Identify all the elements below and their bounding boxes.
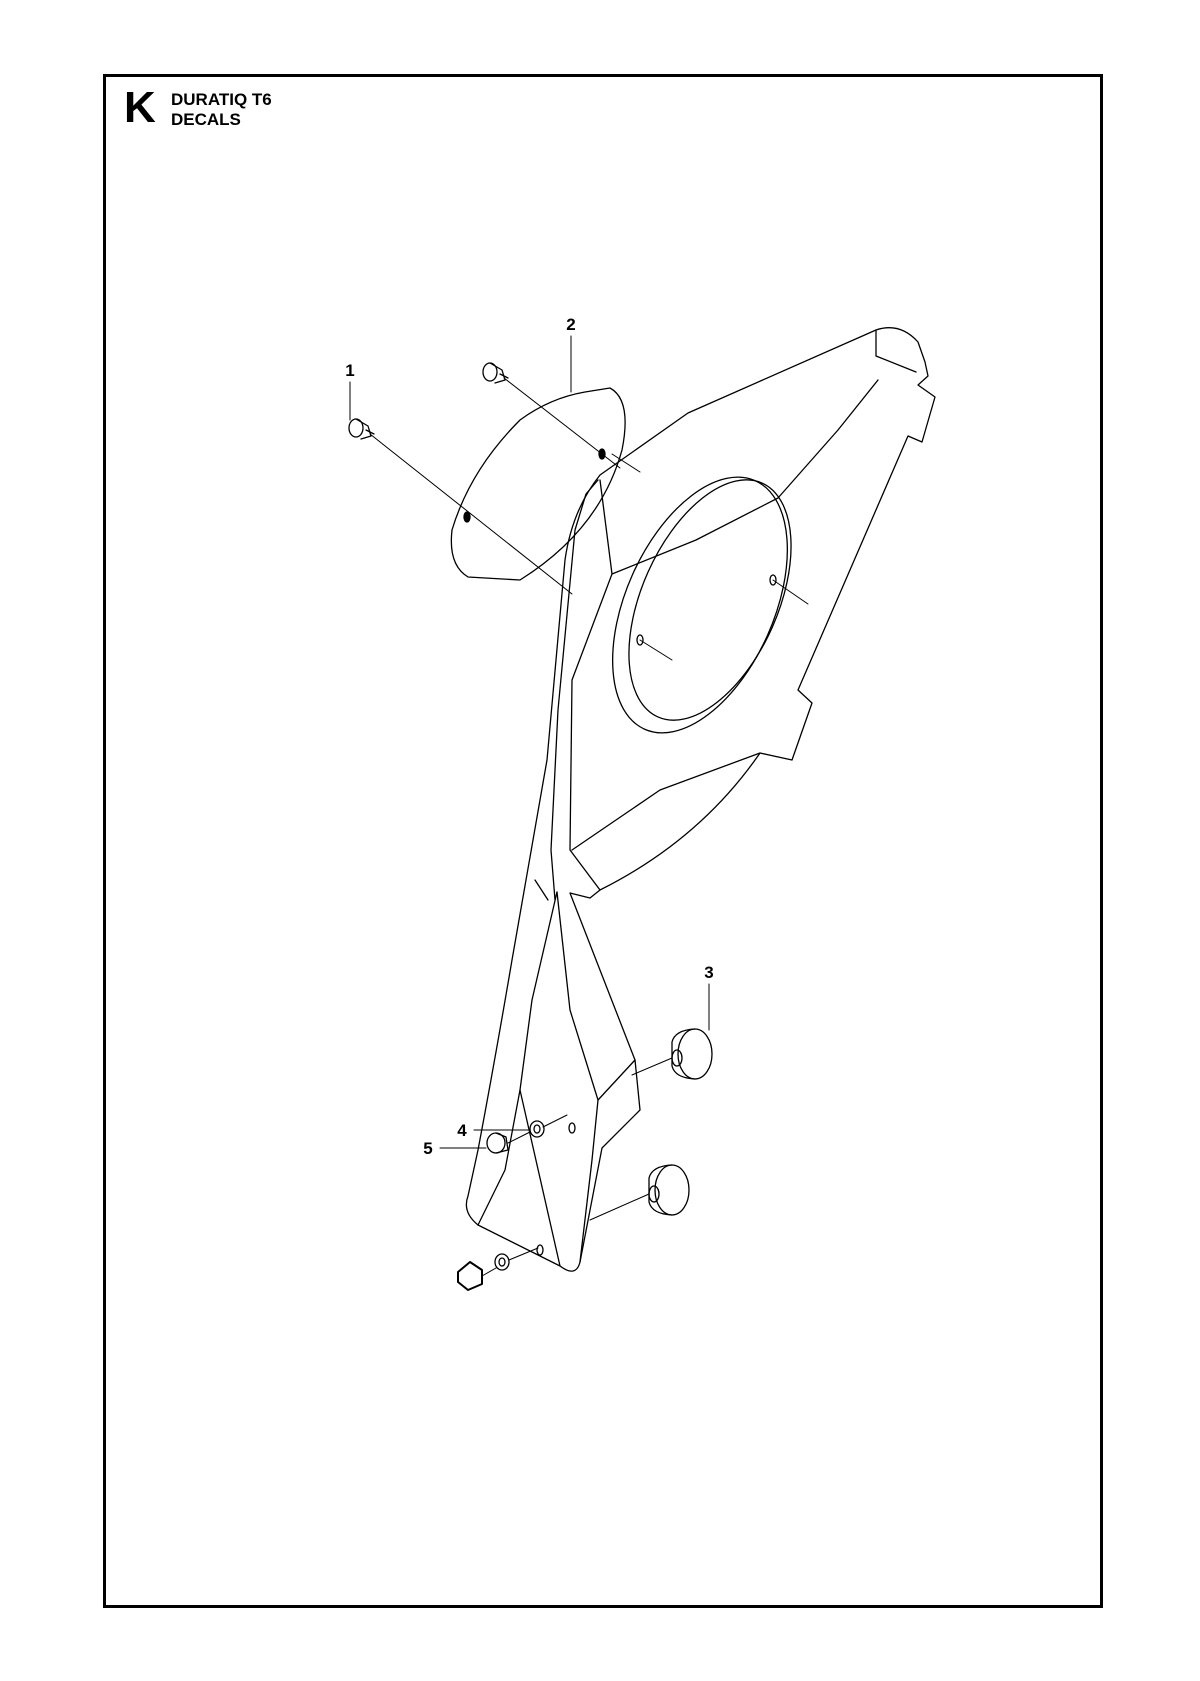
washer-upper bbox=[529, 1120, 545, 1138]
washer-lower bbox=[494, 1253, 510, 1271]
blade-guard-housing bbox=[465, 327, 936, 1272]
screw-lower bbox=[348, 418, 375, 440]
callout-2: 2 bbox=[566, 315, 575, 334]
section-letter: K bbox=[124, 83, 156, 132]
foot-pad-lower bbox=[648, 1164, 690, 1216]
foot-pad-upper bbox=[671, 1028, 713, 1080]
decal-disc bbox=[450, 387, 626, 581]
nut-upper bbox=[486, 1132, 509, 1154]
callout-3: 3 bbox=[704, 963, 713, 982]
callout-4: 4 bbox=[457, 1121, 467, 1140]
section-title: DECALS bbox=[171, 110, 241, 129]
title-block: DURATIQ T6 DECALS bbox=[171, 90, 272, 130]
nut-lower bbox=[457, 1261, 483, 1291]
assembly-lines bbox=[349, 335, 809, 1277]
callout-5: 5 bbox=[423, 1139, 432, 1158]
callout-1: 1 bbox=[345, 361, 354, 380]
model-name: DURATIQ T6 bbox=[171, 90, 272, 109]
screw-upper bbox=[482, 362, 509, 384]
page-frame bbox=[103, 74, 1103, 1608]
